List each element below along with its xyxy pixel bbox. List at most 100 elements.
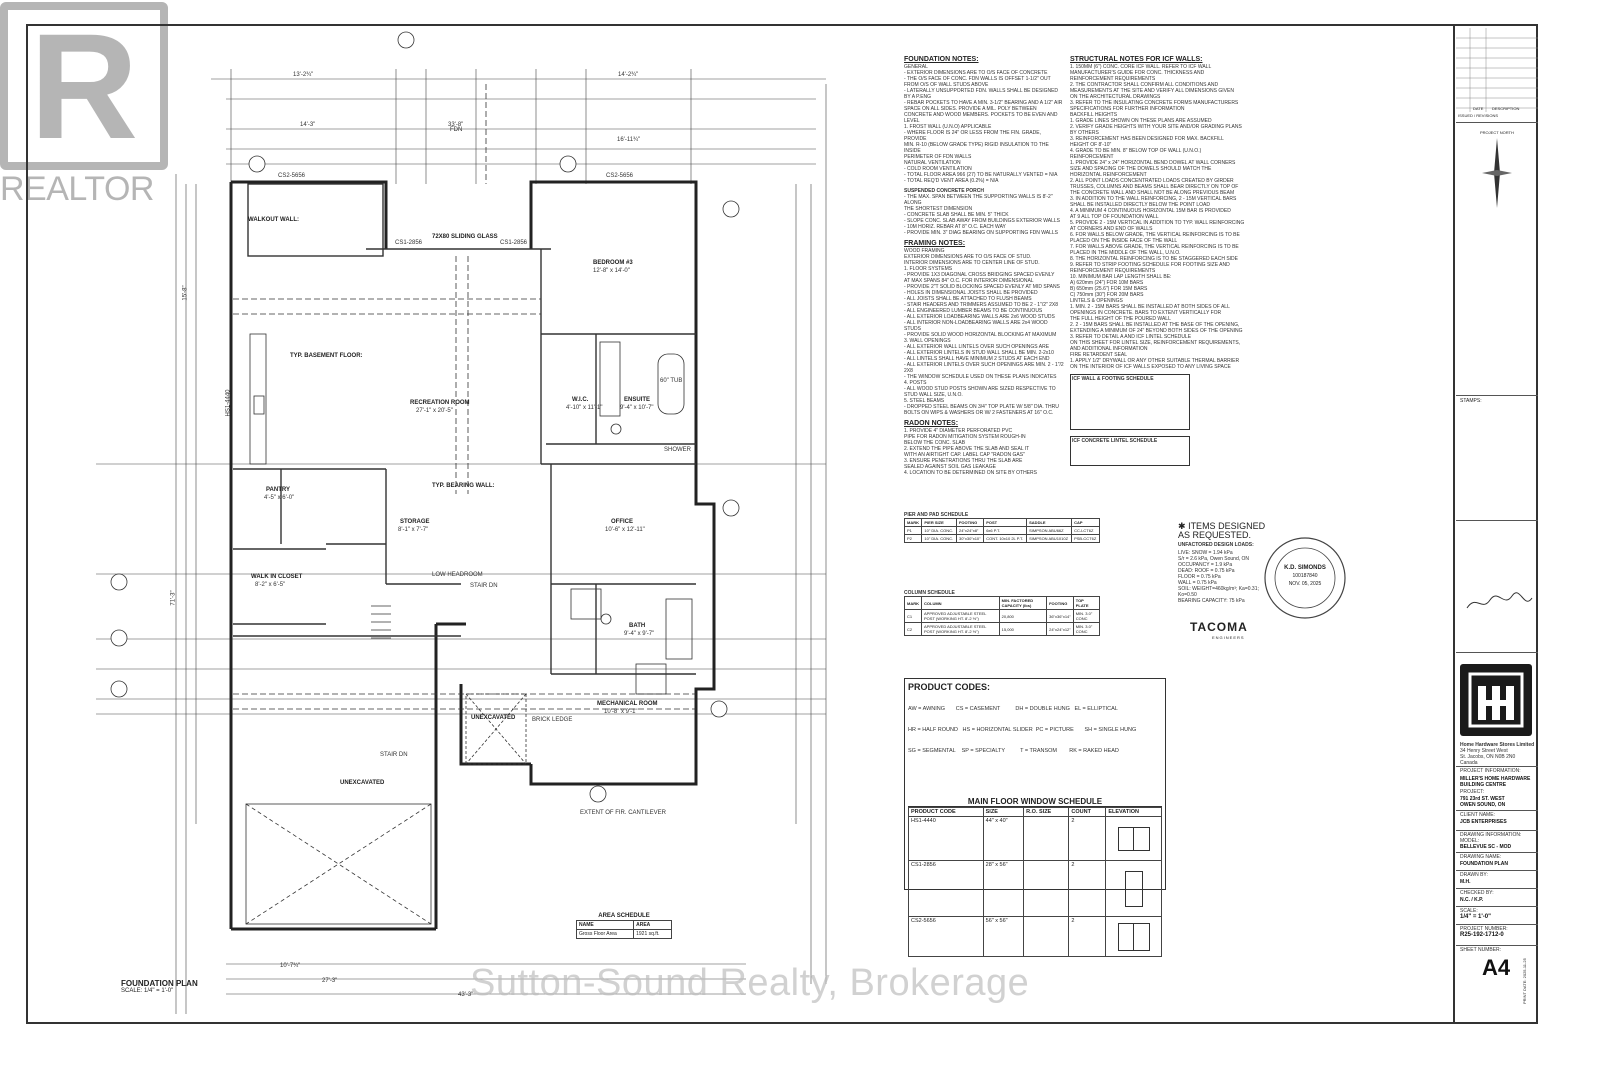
window-schedule-table: PRODUCT CODE SIZE R.O. SIZE COUNT ELEVAT… <box>908 807 1162 957</box>
typ-basement-floor-label: TYP. BASEMENT FLOOR: <box>290 353 363 359</box>
foundation-notes-title: FOUNDATION NOTES: <box>904 56 979 63</box>
fdn-label: FDN <box>450 127 463 133</box>
foundation-notes-body: GENERAL - EXTERIOR DIMENSIONS ARE TO O/S… <box>904 64 1063 184</box>
area-schedule-title: AREA SCHEDULE <box>598 913 650 919</box>
home-hardware-logo-icon <box>1468 672 1524 728</box>
sliding-glass-label: 72X80 SLIDING GLASS <box>432 234 498 240</box>
dim-top-2: 14'-2¾" <box>618 72 639 78</box>
unexcavated-small-label: UNEXCAVATED <box>471 715 516 721</box>
checked-by-label: CHECKED BY: <box>1460 890 1494 896</box>
area-schedule-table: NAME AREA Gross Floor Area 1921 sq.ft. <box>575 920 672 939</box>
sheet-number: A4 <box>1482 955 1511 980</box>
brick-ledge-label: BRICK LEDGE <box>532 717 573 723</box>
walkin-closet-size: 8'-2" x 6'-5" <box>255 582 286 588</box>
bedroom-label: BEDROOM #3 <box>593 260 633 266</box>
suspended-porch-body: - THE MAX. SPAN BETWEEN THE SUPPORTING W… <box>904 194 1060 236</box>
north-arrow-icon <box>1482 138 1512 208</box>
table-row: C2 APPROVED ADJUSTABLE STEEL POST (WORKI… <box>904 622 1101 636</box>
design-loads: ✱ ITEMS DESIGNED AS REQUESTED. UNFACTORE… <box>1178 522 1270 605</box>
storage-label: STORAGE <box>400 519 430 525</box>
project-info-label: PROJECT INFORMATION: <box>1460 768 1521 774</box>
divider <box>1456 395 1538 396</box>
project-name-line-2: BUILDING CENTRE <box>1460 782 1507 788</box>
seal-date: NOV. 05, 2025 <box>1288 581 1322 587</box>
print-date: PRINT DATE: 2025-11-25 <box>1522 958 1527 1004</box>
project-name-line-1: MILLER'S HOME HARDWARE <box>1460 776 1531 782</box>
sheet-number-label: SHEET NUMBER: <box>1460 947 1502 953</box>
storage-size: 8'-1" x 7'-7" <box>398 527 429 533</box>
table-row: P1 10" DIA. CONC. 24"x24"x8" 6x6 P.T. SI… <box>903 526 1100 535</box>
window-tag-hs1-4440: HS1-4440 <box>225 389 232 417</box>
svg-text:R: R <box>30 2 138 170</box>
project-north-label: PROJECT NORTH <box>1480 130 1514 135</box>
client-label: CLIENT NAME: <box>1460 812 1495 818</box>
realtor-watermark: R REALTOR <box>0 0 186 215</box>
engineer-seal <box>1264 537 1346 619</box>
client-name: JCB ENTERPRISES <box>1460 819 1507 825</box>
cantilever-extent-label: EXTENT OF FIR. CANTILEVER <box>580 810 666 816</box>
recreation-room-label: RECREATION ROOM <box>410 400 470 406</box>
icf-lintel-title: ICF CONCRETE LINTEL SCHEDULE <box>1072 438 1158 444</box>
divider <box>1456 520 1538 521</box>
dim-left-1: 15'-8" <box>182 285 189 301</box>
brokerage-watermark: Sutton-Sound Realty, Brokerage <box>470 962 1030 1004</box>
foundation-notes: FOUNDATION NOTES: GENERAL - EXTERIOR DIM… <box>904 56 1064 476</box>
revision-header-description: DESCRIPTION <box>1492 106 1520 111</box>
seal-number: 100187840 <box>1292 573 1318 579</box>
ensuite-size: 9'-4" x 10'-7" <box>620 405 654 411</box>
icf-notes-body: 1. 150MM (6") CONC. CORE ICF WALL. REFER… <box>1070 64 1245 370</box>
table-row: HS1-4440 44" x 40" 2 <box>908 816 1162 861</box>
icf-notes-title: STRUCTURAL NOTES FOR ICF WALLS: <box>1070 56 1203 63</box>
wic-label: W.I.C. <box>572 397 589 403</box>
divider <box>1456 906 1538 907</box>
model-name: BELLEVUE SC - MOD <box>1460 844 1512 850</box>
stair-dn-2-label: STAIR DN <box>380 752 408 758</box>
table-row: CS1-2856 28" x 56" 2 <box>908 860 1162 917</box>
realtor-wordmark: REALTOR <box>0 170 154 208</box>
drawing-sheet <box>26 24 1538 1024</box>
divider <box>1456 888 1538 889</box>
dim-bottom-3: 43'-3" <box>458 992 474 998</box>
product-codes-list: AW = AWNING CS = CASEMENT DH = DOUBLE HU… <box>908 706 1137 754</box>
divider <box>1456 830 1538 831</box>
icf-wall-footing-schedule: ICF WALL & FOOTING SCHEDULE <box>1070 374 1190 430</box>
window-schedule-title: MAIN FLOOR WINDOW SCHEDULE <box>908 797 1162 807</box>
office-size: 10'-6" x 12'-11" <box>605 527 645 533</box>
tacoma-logo-sub: ENGINEERS <box>1212 635 1245 640</box>
area-header-area: AREA <box>633 920 672 930</box>
mechanical-room-label: MECHANICAL ROOM <box>597 701 658 707</box>
model-label: MODEL: <box>1460 838 1480 844</box>
plan-scale: SCALE: 1/4" = 1'-0" <box>121 988 174 994</box>
walkout-wall-label: WALKOUT WALL: <box>248 217 299 223</box>
low-headroom-label: LOW HEADROOM <box>432 572 483 578</box>
recreation-room-size: 27'-1" x 20'-5" <box>416 408 453 414</box>
dim-left-2: 71'-3" <box>170 590 177 606</box>
table-row: C1 APPROVED ADJUSTABLE STEEL POST (WORKI… <box>904 609 1101 623</box>
scale-value: 1/4" = 1'-0" <box>1460 914 1491 920</box>
title-block <box>1453 26 1538 1022</box>
wic-size: 4'-10" x 11'-1" <box>566 405 603 411</box>
project-address-line-2: OWEN SOUND, ON <box>1460 802 1506 808</box>
tacoma-logo: TACOMA <box>1190 620 1248 634</box>
office-label: OFFICE <box>611 519 633 525</box>
drawn-by: M.H. <box>1460 879 1471 885</box>
framing-notes-title: FRAMING NOTES: <box>904 240 966 247</box>
drawing-name: FOUNDATION PLAN <box>1460 861 1508 867</box>
unexcavated-label: UNEXCAVATED <box>340 780 385 786</box>
revision-grid <box>1456 28 1538 112</box>
drawing-name-label: DRAWING NAME: <box>1460 854 1502 860</box>
scale-label: SCALE: <box>1460 908 1478 914</box>
icf-lintel-schedule: ICF CONCRETE LINTEL SCHEDULE <box>1070 436 1190 466</box>
framing-notes-body: WOOD FRAMING EXTERIOR DIMENSIONS ARE TO … <box>904 248 1064 416</box>
divider <box>1456 652 1538 653</box>
project-address-label: PROJECT: <box>1460 789 1485 795</box>
bath-label: BATH <box>629 623 646 629</box>
project-number: R25-192-1712-0 <box>1460 932 1504 938</box>
window-elevation-icon <box>1105 816 1162 861</box>
seal-engineer-name: K.D. SIMONDS <box>1284 565 1326 571</box>
column-schedule-title: COLUMN SCHEDULE <box>904 590 955 596</box>
area-header-name: NAME <box>575 920 635 930</box>
divider <box>1456 810 1538 811</box>
window-tag-cs1-2856-b: CS1-2856 <box>500 240 528 246</box>
tub-label: 60" TUB <box>660 378 683 384</box>
